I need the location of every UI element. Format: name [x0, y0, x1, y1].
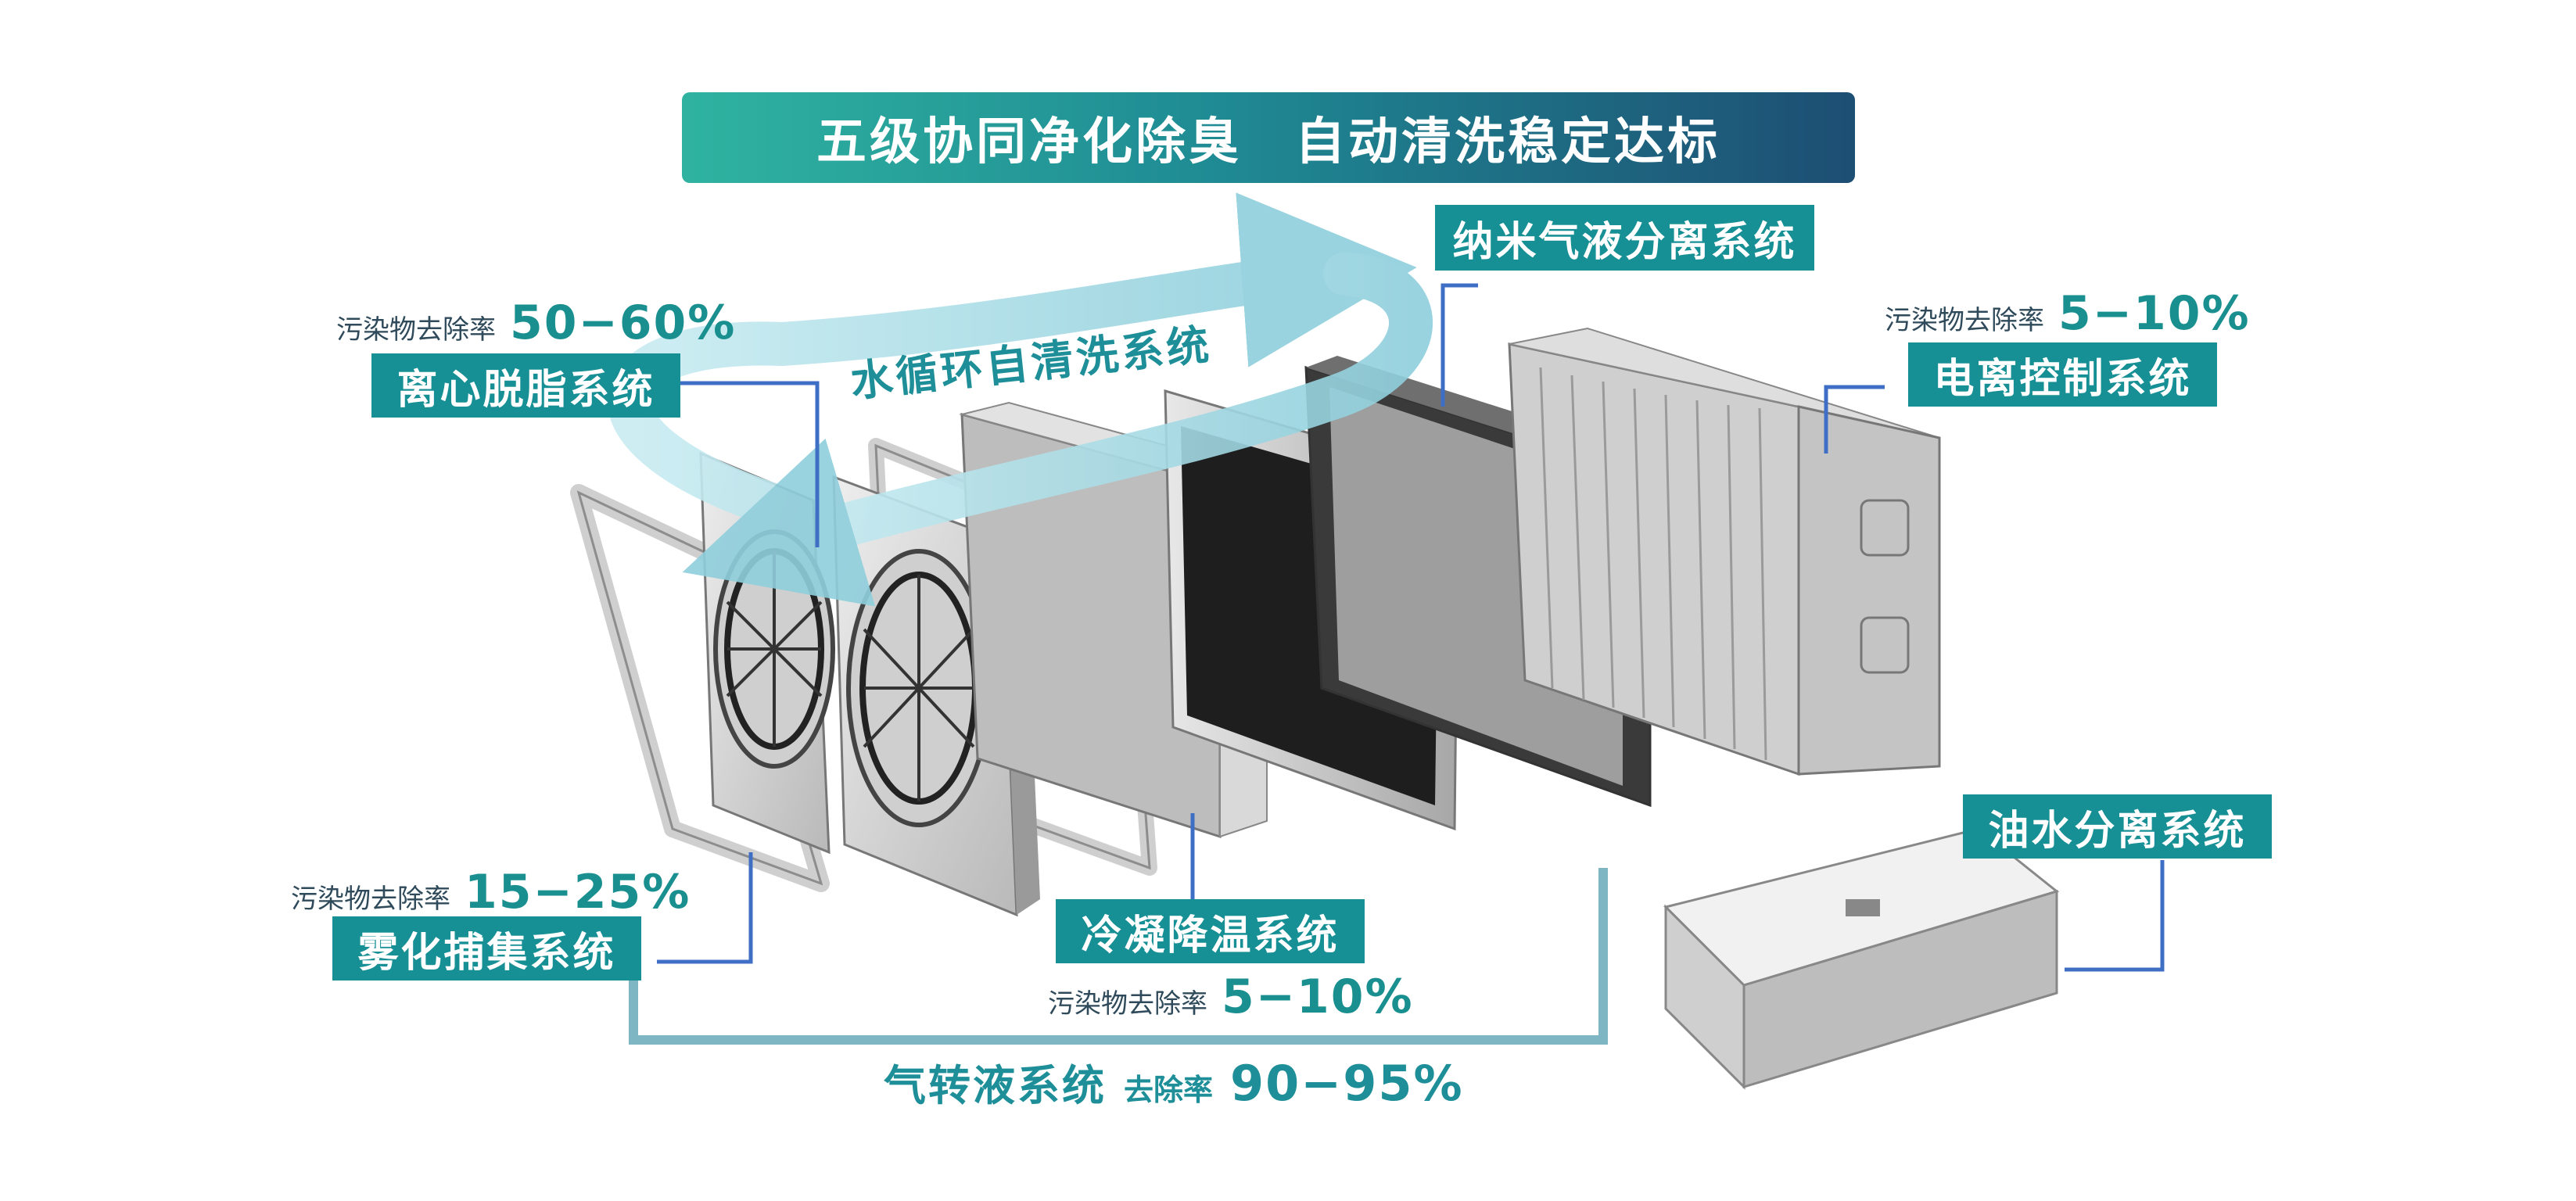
ionization-rate: 污染物去除率 5−10% — [1885, 286, 2251, 341]
nano-tag: 纳米气液分离系统 — [1435, 205, 1814, 271]
ionization-rate-value: 5−10% — [2058, 286, 2251, 341]
title-banner: 五级协同净化除臭 自动清洗稳定达标 — [682, 92, 1855, 183]
condensation-rate-label: 污染物去除率 — [1048, 988, 1207, 1020]
atomization-rate: 污染物去除率 15−25% — [291, 865, 691, 920]
oil-water-tank — [1663, 827, 2060, 1090]
gas-to-liquid-bracket — [629, 868, 1608, 1045]
gas-to-liquid-rate: 90−95% — [1230, 1055, 1464, 1112]
ionization-tag: 电离控制系统 — [1908, 342, 2217, 407]
ionization-rate-label: 污染物去除率 — [1885, 305, 2044, 336]
gas-to-liquid-name: 气转液系统 — [884, 1061, 1107, 1110]
centrifugal-rate-value: 50−60% — [510, 296, 737, 350]
atomization-tag: 雾化捕集系统 — [332, 916, 641, 981]
water-cycle-arrows — [608, 192, 1433, 607]
centrifugal-tag: 离心脱脂系统 — [371, 353, 680, 418]
oil-water-tag: 油水分离系统 — [1963, 794, 2272, 859]
spray-pipe-left-edge — [576, 490, 823, 886]
gas-to-liquid-summary: 气转液系统 去除率 90−95% — [884, 1051, 1464, 1113]
condensation-rate-value: 5−10% — [1222, 970, 1414, 1024]
centrifugal-rate-label: 污染物去除率 — [336, 314, 496, 346]
leader-lines — [657, 283, 2165, 972]
atomization-rate-value: 15−25% — [465, 865, 691, 920]
atomization-rate-label: 污染物去除率 — [291, 884, 450, 915]
gas-to-liquid-sub: 去除率 — [1124, 1073, 1214, 1107]
condensation-rate: 污染物去除率 5−10% — [1048, 970, 1414, 1024]
centrifugal-rate: 污染物去除率 50−60% — [336, 296, 736, 350]
ionization-unit — [1508, 327, 1941, 776]
condensation-tag: 冷凝降温系统 — [1056, 899, 1365, 963]
